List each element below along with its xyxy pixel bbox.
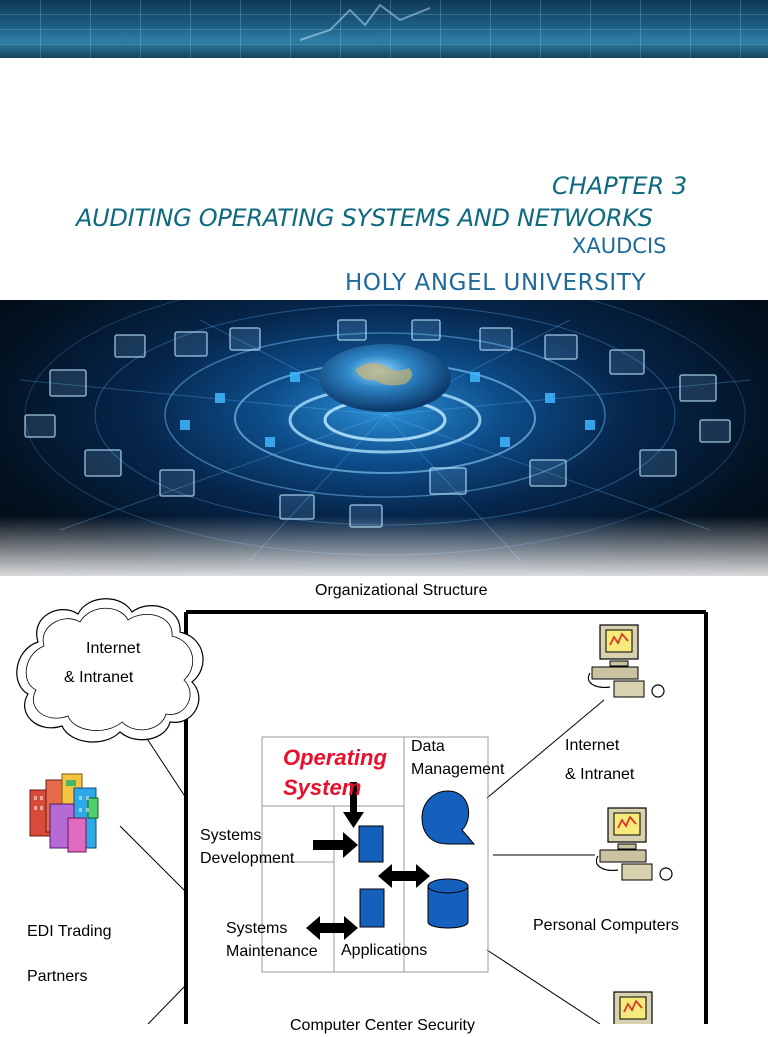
cloud-label-intranet: & Intranet bbox=[64, 669, 134, 686]
buildings-icon bbox=[29, 773, 99, 853]
lower-pc-connector-line bbox=[486, 949, 601, 1024]
network-globe-image bbox=[0, 300, 768, 576]
data-management-icon bbox=[421, 790, 476, 845]
data-management-label-line1: Data bbox=[411, 738, 445, 755]
inner-grid bbox=[261, 736, 489, 973]
computer-icon bbox=[587, 624, 665, 698]
systems-development-label-line1: Systems bbox=[200, 827, 262, 844]
systems-maintenance-label-line2: Maintenance bbox=[226, 943, 318, 960]
right-arrow-icon bbox=[313, 832, 358, 858]
system-component-box bbox=[359, 888, 385, 928]
top-banner bbox=[0, 0, 768, 58]
computer-center-security-label: Computer Center Security bbox=[290, 1017, 475, 1034]
arrows bbox=[306, 782, 430, 940]
computer-icon bbox=[595, 807, 673, 881]
database-icon bbox=[427, 878, 469, 929]
operating-system-label-line2: System bbox=[283, 775, 362, 800]
right-intranet-label: & Intranet bbox=[565, 766, 635, 783]
applications-label: Applications bbox=[341, 942, 428, 959]
system-component-box bbox=[358, 825, 384, 863]
cloud-label-internet: Internet bbox=[86, 640, 141, 657]
operating-system-label-line1: Operating bbox=[283, 745, 387, 770]
down-arrow-icon bbox=[343, 782, 364, 828]
course-code: XAUDCIS bbox=[572, 234, 667, 258]
data-management-label-line2: Management bbox=[411, 761, 505, 778]
edi-connector-line bbox=[119, 825, 187, 893]
computer-icon bbox=[613, 991, 653, 1024]
personal-computers-label: Personal Computers bbox=[533, 917, 679, 934]
edi-lower-connector-line bbox=[147, 984, 187, 1024]
edi-partners-label: Partners bbox=[27, 968, 88, 985]
chapter-heading: CHAPTER 3 bbox=[552, 172, 688, 200]
internet-cloud-icon bbox=[16, 598, 204, 743]
diagram-title: Organizational Structure bbox=[315, 582, 488, 599]
systems-maintenance-label-line1: Systems bbox=[226, 920, 288, 937]
internet-connector-line bbox=[486, 699, 605, 799]
organizational-structure-diagram bbox=[16, 598, 708, 1024]
banner-graph-decoration bbox=[299, 3, 431, 41]
university-name: HOLY ANGEL UNIVERSITY bbox=[345, 270, 647, 296]
double-arrow-icon bbox=[378, 864, 430, 888]
double-arrow-icon bbox=[306, 916, 358, 940]
slide-title: AUDITING OPERATING SYSTEMS AND NETWORKS bbox=[76, 204, 653, 232]
right-internet-label: Internet bbox=[565, 737, 620, 754]
edi-trading-label: EDI Trading bbox=[27, 923, 112, 940]
systems-development-label-line2: Development bbox=[200, 850, 295, 867]
